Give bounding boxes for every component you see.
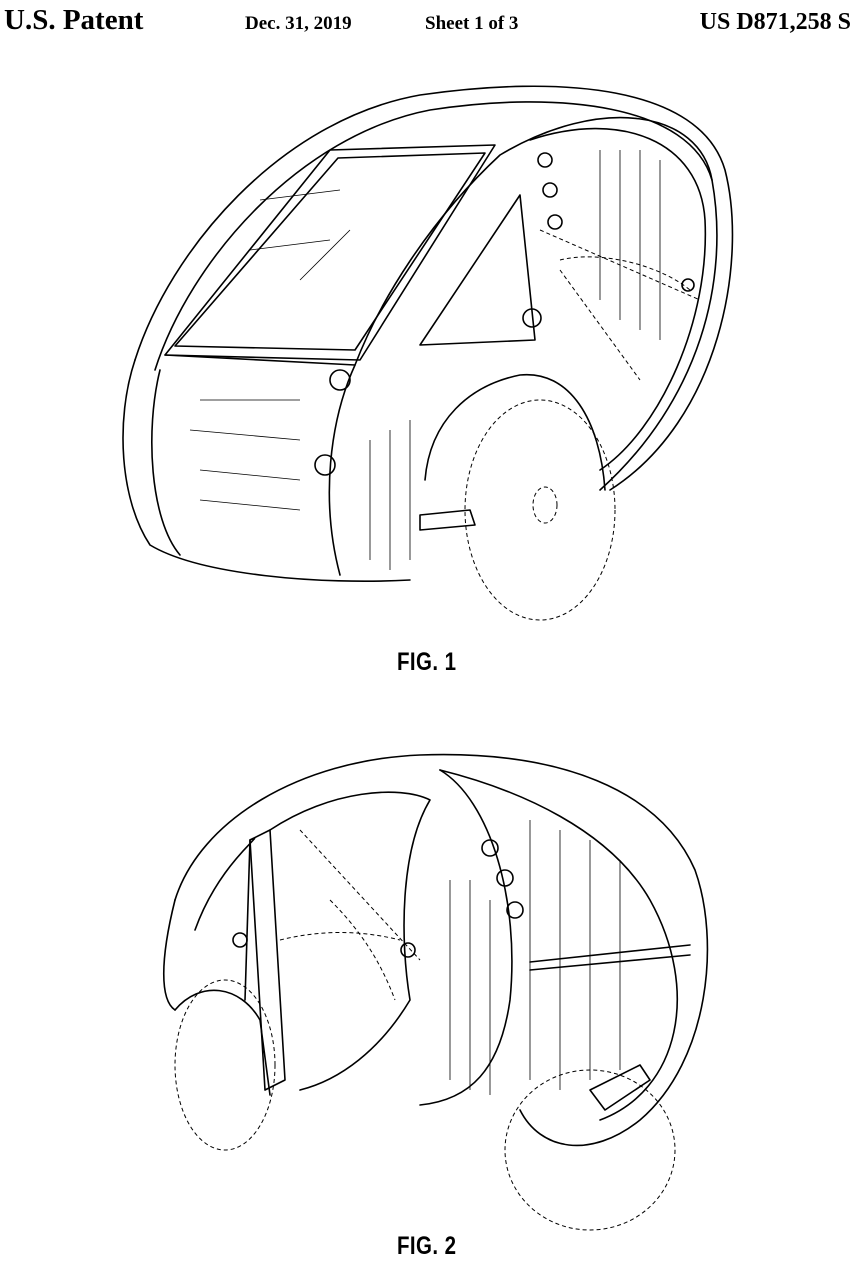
fig2-vehicle-drawing [163, 753, 709, 1231]
header-patent-number: US D871,258 S [699, 9, 851, 35]
header-date: Dec. 31, 2019 [245, 13, 352, 34]
figure-2-label: FIG. 2 [397, 1232, 457, 1260]
figure-1-label: FIG. 1 [397, 648, 457, 676]
header-publication: U.S. Patent [4, 4, 144, 36]
header-sheet: Sheet 1 of 3 [425, 13, 519, 34]
fig1-vehicle-drawing [122, 85, 734, 621]
